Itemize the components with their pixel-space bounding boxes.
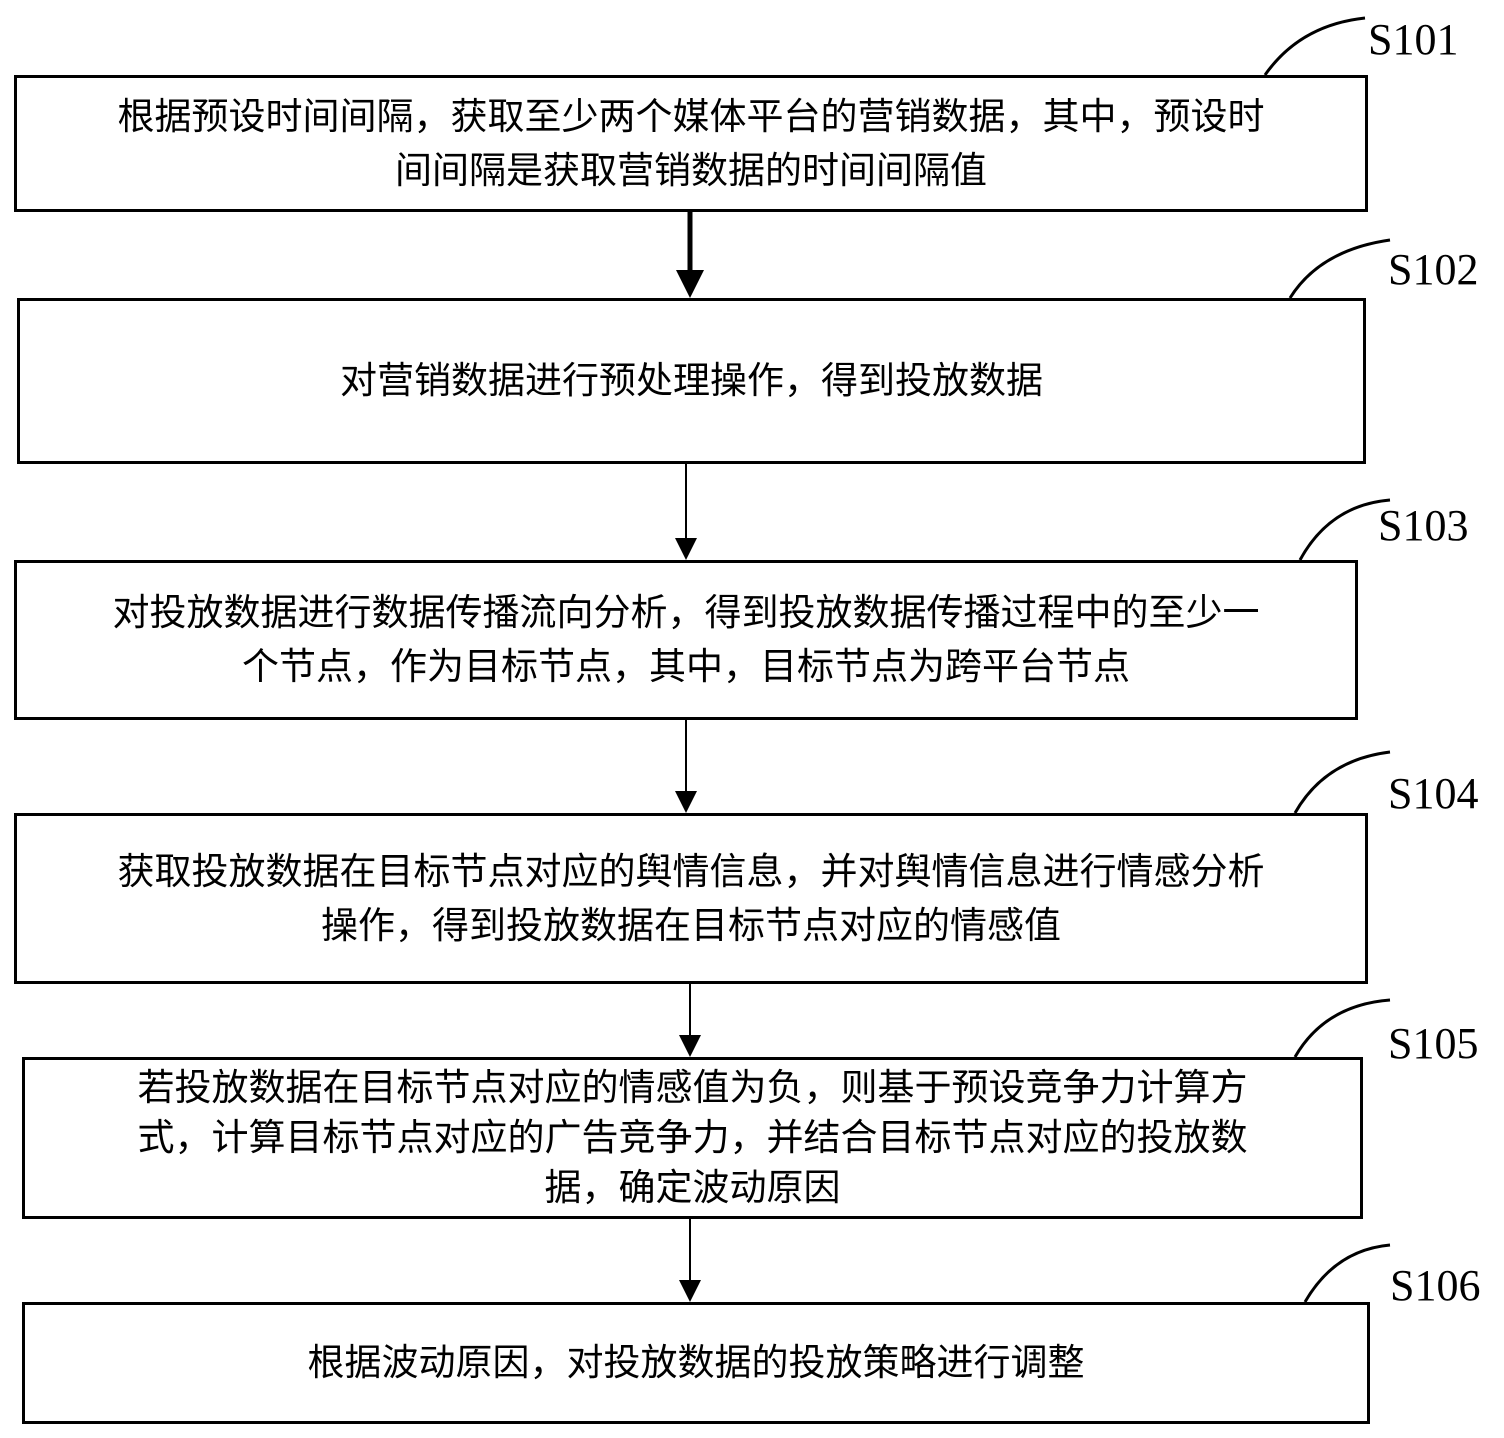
step-label: S103 — [1378, 500, 1468, 551]
step-box-s106: 根据波动原因，对投放数据的投放策略进行调整 — [22, 1302, 1370, 1424]
label-leader-s106 — [1305, 1245, 1390, 1302]
label-leader-s104 — [1295, 752, 1390, 813]
step-text-line: 对投放数据进行数据传播流向分析，得到投放数据传播过程中的至少一 — [113, 586, 1260, 640]
arrowhead — [676, 270, 704, 298]
step-label: S101 — [1368, 14, 1458, 65]
label-leader-s102 — [1290, 240, 1390, 298]
step-box-s104: 获取投放数据在目标节点对应的舆情信息，并对舆情信息进行情感分析 操作，得到投放数… — [14, 813, 1368, 984]
step-label: S104 — [1388, 768, 1478, 819]
arrowhead — [679, 1280, 701, 1302]
arrowhead — [675, 538, 697, 560]
label-leader-s101 — [1265, 18, 1365, 75]
step-text-line: 式，计算目标节点对应的广告竞争力，并结合目标节点对应的投放数 — [138, 1113, 1248, 1163]
step-text-line: 根据预设时间间隔，获取至少两个媒体平台的营销数据，其中，预设时 — [118, 90, 1265, 144]
step-label: S102 — [1388, 244, 1478, 295]
arrowhead — [679, 1035, 701, 1057]
step-box-s105: 若投放数据在目标节点对应的情感值为负，则基于预设竞争力计算方 式，计算目标节点对… — [22, 1057, 1363, 1219]
label-leader-s103 — [1300, 500, 1390, 560]
step-box-s101: 根据预设时间间隔，获取至少两个媒体平台的营销数据，其中，预设时 间间隔是获取营销… — [14, 75, 1368, 212]
step-text-line: 操作，得到投放数据在目标节点对应的情感值 — [321, 899, 1061, 953]
arrowhead — [675, 791, 697, 813]
step-text-line: 对营销数据进行预处理操作，得到投放数据 — [340, 354, 1043, 408]
step-box-s103: 对投放数据进行数据传播流向分析，得到投放数据传播过程中的至少一 个节点，作为目标… — [14, 560, 1358, 720]
step-text-line: 间间隔是获取营销数据的时间间隔值 — [395, 144, 987, 198]
step-label: S106 — [1390, 1260, 1480, 1311]
step-text-line: 若投放数据在目标节点对应的情感值为负，则基于预设竞争力计算方 — [138, 1063, 1248, 1113]
step-label: S105 — [1388, 1018, 1478, 1069]
step-box-s102: 对营销数据进行预处理操作，得到投放数据 — [17, 298, 1366, 464]
step-text-line: 个节点，作为目标节点，其中，目标节点为跨平台节点 — [242, 640, 1130, 694]
label-leader-s105 — [1295, 1000, 1390, 1057]
step-text-line: 据，确定波动原因 — [545, 1163, 841, 1213]
step-text-line: 根据波动原因，对投放数据的投放策略进行调整 — [308, 1336, 1085, 1390]
step-text-line: 获取投放数据在目标节点对应的舆情信息，并对舆情信息进行情感分析 — [118, 845, 1265, 899]
